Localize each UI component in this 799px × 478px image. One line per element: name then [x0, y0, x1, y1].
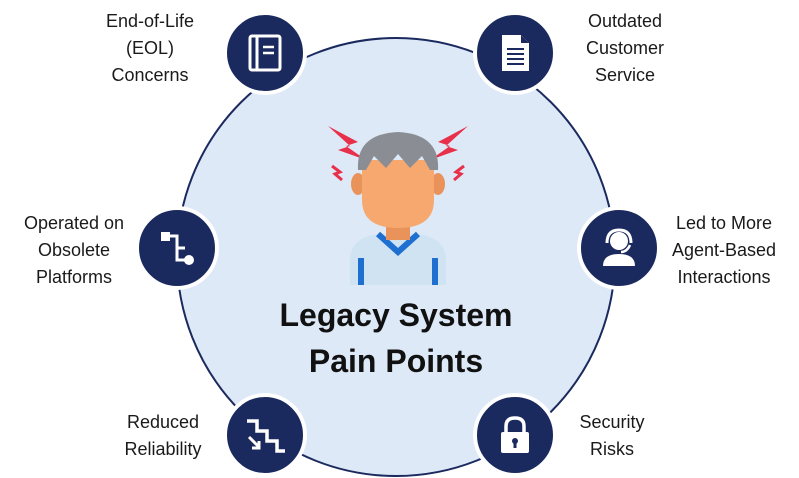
label-eol-line-2: (EOL)	[125, 38, 174, 58]
obsolete-node	[135, 206, 219, 290]
label-security-line-2: Risks	[590, 439, 634, 459]
label-security: Security Risks	[532, 409, 692, 463]
stairs-down-icon	[247, 419, 285, 453]
label-obsolete: Operated on Obsolete Platforms	[0, 210, 154, 291]
label-eol-line-1: End-of-Life	[105, 11, 195, 31]
reliability-node	[223, 393, 307, 477]
label-reliability: Reduced Reliability	[83, 409, 243, 463]
label-obsolete-line-1: Operated on	[23, 213, 125, 233]
diagram-title: Legacy System Pain Points	[256, 292, 536, 384]
outdated-node	[473, 11, 557, 95]
label-outdated-line-2: Customer	[585, 38, 665, 58]
padlock-icon	[501, 416, 529, 453]
label-outdated-line-3: Service	[594, 65, 656, 85]
label-agent-line-3: Interactions	[677, 267, 771, 287]
label-agent-line-1: Led to More	[675, 213, 773, 233]
label-reliability-line-2: Reliability	[124, 439, 202, 459]
document-icon	[502, 35, 529, 71]
label-reliability-line-1: Reduced	[126, 412, 200, 432]
label-agent: Led to More Agent-Based Interactions	[644, 210, 799, 291]
label-agent-line-2: Agent-Based	[671, 240, 777, 260]
label-obsolete-line-2: Obsolete	[37, 240, 111, 260]
headset-agent-icon	[603, 228, 635, 266]
label-outdated: Outdated Customer Service	[545, 8, 705, 89]
stressed-person-icon	[328, 126, 468, 285]
label-outdated-line-1: Outdated	[587, 11, 663, 31]
flow-connector-icon	[161, 232, 194, 265]
agent-node	[577, 206, 661, 290]
eol-node	[223, 11, 307, 95]
title-line-2: Pain Points	[308, 343, 484, 379]
book-icon	[248, 34, 282, 72]
label-obsolete-line-3: Platforms	[35, 267, 113, 287]
title-line-1: Legacy System	[279, 297, 513, 333]
security-node	[473, 393, 557, 477]
label-eol: End-of-Life (EOL) Concerns	[70, 8, 230, 89]
label-security-line-1: Security	[579, 412, 645, 432]
label-eol-line-3: Concerns	[111, 65, 189, 85]
